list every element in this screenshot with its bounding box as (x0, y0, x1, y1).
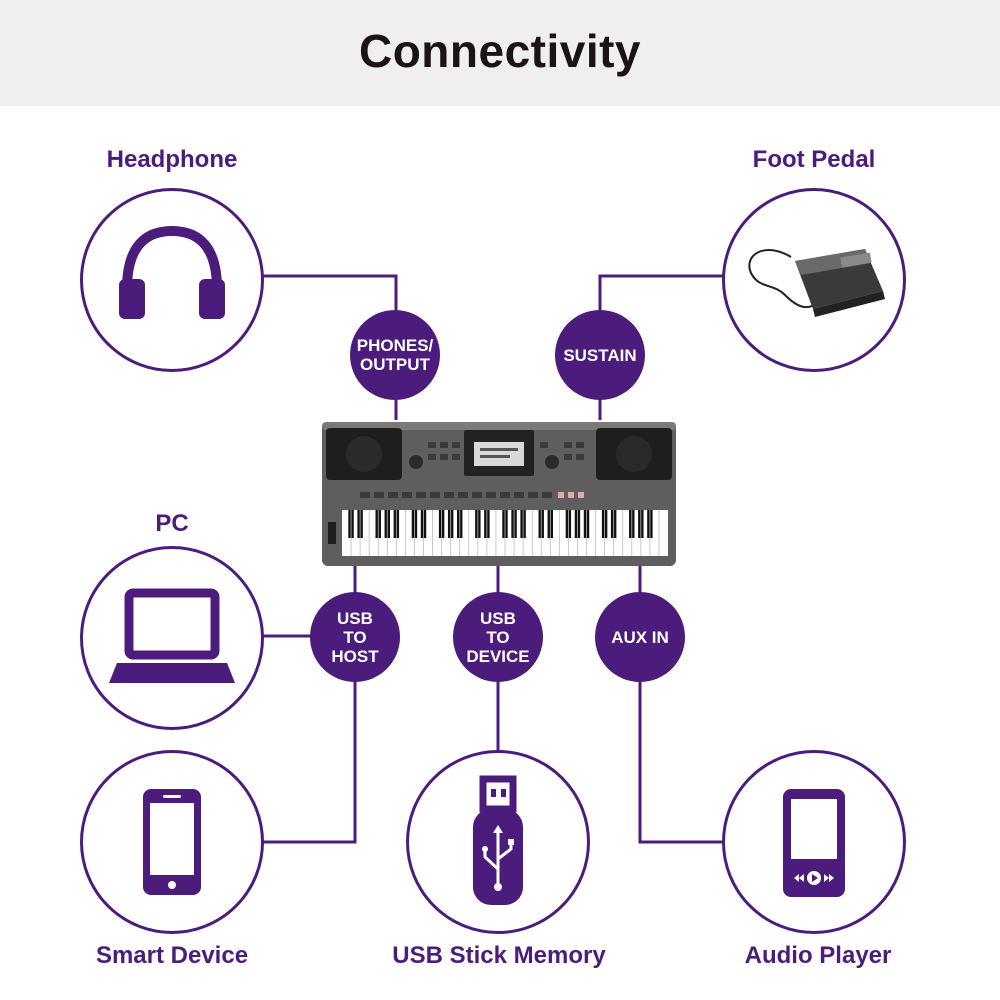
usb-stick-label: USB Stick Memory (392, 942, 606, 969)
laptop-icon (109, 588, 235, 683)
foot-pedal-image (748, 249, 885, 317)
header-bar (0, 0, 1000, 106)
usb-stick-icon (473, 775, 523, 905)
sustain-port: SUSTAIN (555, 310, 645, 400)
audio-player-icon (783, 789, 845, 897)
keyboard-image (322, 422, 676, 566)
usb-to-host-port: USB TO HOST (310, 592, 400, 682)
pc-circle (80, 546, 264, 730)
headphone-icon (119, 225, 225, 319)
page-title: Connectivity (358, 25, 642, 77)
smart-device-circle (80, 750, 264, 934)
aux-in-port: AUX IN (595, 592, 685, 682)
audio-player-label: Audio Player (744, 942, 892, 969)
usb-stick-circle (406, 750, 590, 934)
headphone-circle (80, 188, 264, 372)
foot-pedal-label: Foot Pedal (752, 146, 876, 173)
phones-output-port: PHONES/ OUTPUT (350, 310, 440, 400)
pc-label: PC (155, 510, 189, 537)
foot-pedal-circle (722, 188, 906, 372)
smart-device-label: Smart Device (95, 942, 249, 969)
smartphone-icon (143, 789, 201, 895)
headphone-label: Headphone (106, 146, 238, 173)
usb-to-device-port: USB TO DEVICE (453, 592, 543, 682)
audio-player-circle (722, 750, 906, 934)
